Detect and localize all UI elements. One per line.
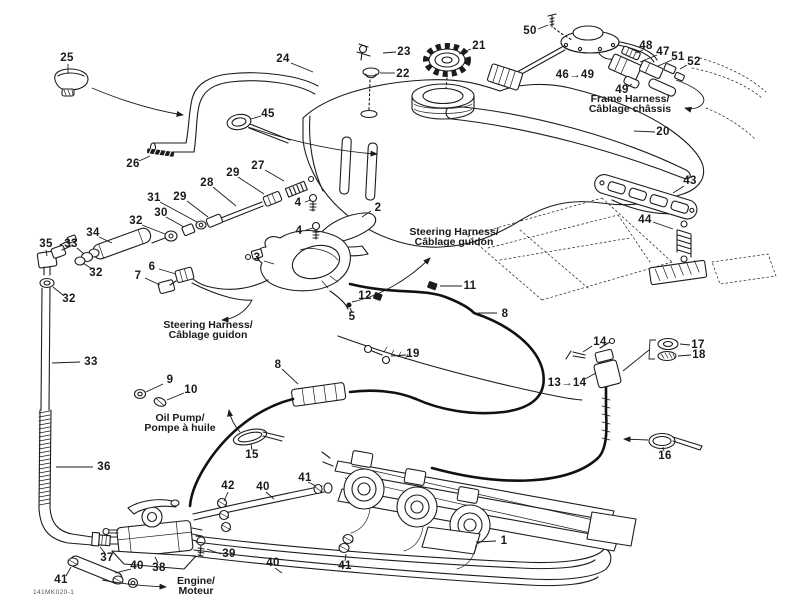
- throttle-cable-chain-drawing: [36, 175, 315, 547]
- callout-20: 20: [656, 126, 670, 138]
- callout-26: 26: [126, 158, 140, 170]
- callout-38: 38: [152, 562, 166, 574]
- leader-lines: [45, 24, 692, 590]
- callout-11: 11: [463, 280, 477, 292]
- callout-40: 40: [130, 560, 144, 572]
- callout-18: 18: [692, 349, 706, 361]
- callout-47: 47: [656, 46, 670, 58]
- bracket-drawing: [594, 174, 698, 220]
- callout-8: 8: [274, 359, 282, 371]
- spring-drawing: [676, 220, 692, 263]
- carburetor-rack-drawing: [321, 450, 637, 570]
- ring-drawing: [226, 113, 252, 131]
- washers-clamp-drawing: [133, 388, 285, 446]
- callout-15: 15: [245, 449, 259, 461]
- callout-40: 40: [266, 557, 280, 569]
- callout-8: 8: [501, 308, 509, 320]
- callout-32: 32: [129, 215, 143, 227]
- callout-45: 45: [261, 108, 275, 120]
- callout-16: 16: [658, 450, 672, 462]
- callout-37: 37: [100, 552, 114, 564]
- callout-32: 32: [62, 293, 76, 305]
- callout-21: 21: [472, 40, 486, 52]
- frame-harness-label-line: Câblage châssis: [588, 102, 672, 115]
- engine-label-line: Moteur: [178, 584, 214, 597]
- callout-6: 6: [148, 261, 156, 273]
- callout-28: 28: [200, 177, 214, 189]
- callout-34: 34: [86, 227, 100, 239]
- callout-31: 31: [147, 192, 161, 204]
- steering-harness-upper-label-line: Câblage guidon: [414, 235, 494, 248]
- oil-pump-label: Oil Pump/Pompe à huile: [144, 412, 216, 434]
- callout-41: 41: [54, 574, 68, 586]
- callout-12: 12: [358, 290, 372, 302]
- valve-washers-drawing: [565, 337, 703, 451]
- steering-harness-upper-label-line: Steering Harness/: [409, 226, 499, 238]
- callout-46→49: 46→49: [555, 69, 595, 81]
- callout-3: 3: [253, 252, 261, 264]
- callout-40: 40: [256, 481, 270, 493]
- fuel-cap-drawing: [423, 43, 471, 89]
- callout-48: 48: [639, 40, 653, 52]
- pin-drawing: [146, 147, 175, 158]
- engine-label-line: Engine/: [177, 575, 215, 587]
- callout-5: 5: [348, 311, 356, 323]
- fuel-tank-drawing: [302, 79, 705, 248]
- steering-harness-lower-label-line: Steering Harness/: [163, 319, 253, 331]
- callout-33: 33: [84, 356, 98, 368]
- callout-1: 1: [500, 535, 508, 547]
- callout-9: 9: [166, 374, 174, 386]
- oil-pump-drawing: [102, 499, 206, 570]
- oil-pump-label-line: Oil Pump/: [155, 412, 205, 424]
- callout-27: 27: [251, 160, 265, 172]
- steering-harness-lower-label: Steering Harness/Câblage guidon: [163, 319, 253, 341]
- callout-44: 44: [638, 214, 652, 226]
- callout-36: 36: [97, 461, 111, 473]
- frame-harness-label-line: Frame Harness/: [590, 93, 670, 105]
- callout-14: 14: [593, 336, 607, 348]
- cap-drawing: [54, 68, 89, 97]
- oil-hoses-drawing: [67, 482, 612, 589]
- callout-13→14: 13→14: [547, 377, 587, 389]
- fuel-sender-harness-drawing: [486, 13, 705, 113]
- cables-drawing: [188, 281, 611, 508]
- diagram-code: 141MK020-1: [33, 589, 75, 596]
- callout-7: 7: [134, 270, 142, 282]
- hidden-frame-drawing: [467, 57, 777, 301]
- callout-29: 29: [173, 191, 187, 203]
- callout-2: 2: [374, 202, 382, 214]
- callout-22: 22: [396, 68, 410, 80]
- steering-harness-upper-label: Steering Harness/Câblage guidon: [409, 226, 499, 248]
- valve-and-grommet-drawing: [356, 43, 380, 119]
- callout-52: 52: [687, 56, 701, 68]
- callout-23: 23: [397, 46, 411, 58]
- callout-25: 25: [60, 52, 74, 64]
- callout-29: 29: [226, 167, 240, 179]
- engine-label: Engine/Moteur: [177, 575, 215, 597]
- callout-4: 4: [294, 197, 302, 209]
- throttle-housing-drawing: [157, 193, 377, 310]
- callout-33: 33: [64, 238, 78, 250]
- callout-19: 19: [406, 348, 420, 360]
- steering-harness-lower-label-line: Câblage guidon: [168, 328, 248, 341]
- callout-4: 4: [295, 225, 303, 237]
- callout-17: 17: [691, 339, 705, 351]
- callout-39: 39: [222, 548, 236, 560]
- callout-50: 50: [523, 25, 537, 37]
- callout-42: 42: [221, 480, 235, 492]
- callout-49: 49: [615, 84, 629, 96]
- callout-51: 51: [671, 51, 685, 63]
- callout-30: 30: [154, 207, 168, 219]
- callout-41: 41: [298, 472, 312, 484]
- callout-35: 35: [39, 238, 53, 250]
- callout-41: 41: [338, 560, 352, 572]
- callout-10: 10: [184, 384, 198, 396]
- callout-43: 43: [683, 175, 697, 187]
- oil-pump-label-line: Pompe à huile: [144, 421, 216, 434]
- callout-24: 24: [276, 53, 290, 65]
- callout-32: 32: [89, 267, 103, 279]
- frame-harness-label: Frame Harness/Câblage châssis: [588, 93, 672, 115]
